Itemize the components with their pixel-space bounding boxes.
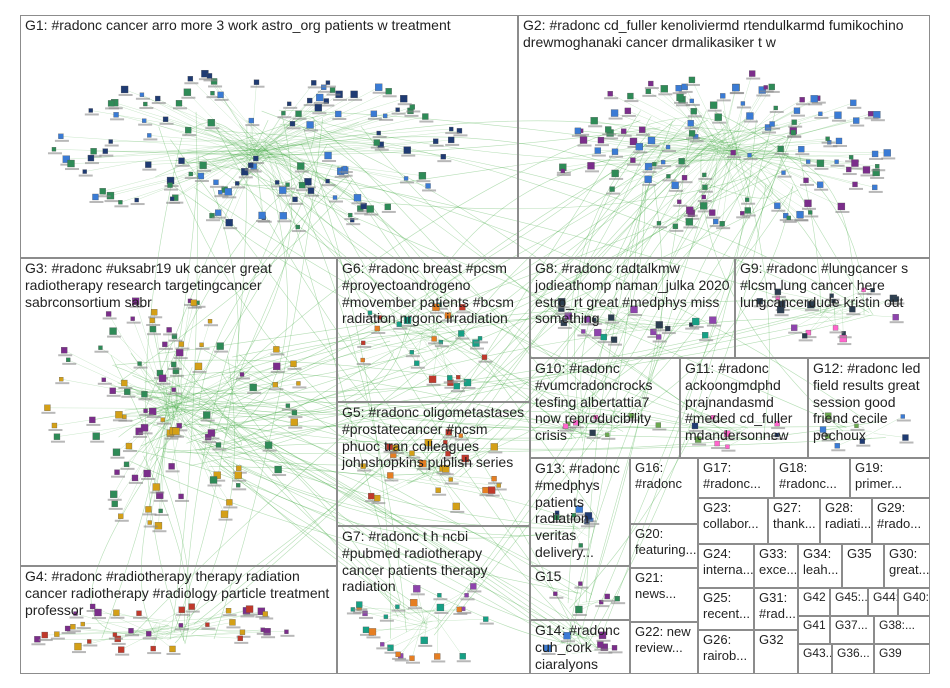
group-box-g38: G38:... <box>874 616 930 644</box>
group-label-g15: G15 <box>535 568 562 584</box>
group-label-g23: G23: collabor... <box>703 500 759 531</box>
group-label-g12: G12: #radonc led field results great ses… <box>813 360 925 444</box>
group-box-g25: G25: recent... <box>698 588 754 630</box>
group-box-g21: G21: news... <box>630 568 698 622</box>
group-label-g3: G3: #radonc #uksabr19 uk cancer great ra… <box>25 260 276 310</box>
group-box-g32: G32 <box>754 630 798 674</box>
group-label-g5: G5: #radonc oligometastases #prostatecan… <box>342 404 528 471</box>
group-box-g29: G29: #rado... <box>872 498 930 544</box>
group-box-g2: G2: #radonc cd_fuller kenoliviermd rtend… <box>518 15 930 258</box>
group-box-g33: G33: exce... <box>754 544 798 588</box>
group-box-g27: G27: thank... <box>768 498 820 544</box>
group-box-g3: G3: #radonc #uksabr19 uk cancer great ra… <box>20 258 337 566</box>
group-label-g20: G20: featuring... <box>635 526 697 557</box>
group-box-g24: G24: interna... <box>698 544 754 588</box>
group-label-g19: G19: primer... <box>855 460 902 491</box>
group-label-g26: G26: rairob... <box>703 632 748 663</box>
group-label-g30: G30: great... <box>889 546 930 577</box>
group-box-g44: G44:... <box>868 588 898 616</box>
group-label-g9: G9: #radonc #lungcancer s #lcsm lung can… <box>740 260 912 310</box>
group-label-g44: G44:... <box>873 590 897 604</box>
group-box-g30: G30: great... <box>884 544 930 588</box>
group-label-g33: G33: exce... <box>759 546 798 577</box>
group-label-g11: G11: #radonc ackoongmdphd prajnandasmd #… <box>685 360 797 444</box>
group-box-g5: G5: #radonc oligometastases #prostatecan… <box>337 402 530 526</box>
group-box-g9: G9: #radonc #lungcancer s #lcsm lung can… <box>735 258 930 358</box>
group-box-g10: G10: #radonc #vumcradoncrocks tesfing al… <box>530 358 680 458</box>
group-box-g18: G18: #radonc... <box>774 458 850 498</box>
group-box-g7: G7: #radonc t h ncbi #pubmed radiotherap… <box>337 526 530 674</box>
group-label-g41: G41 <box>803 618 826 632</box>
group-box-g6: G6: #radonc breast #pcsm #proyectoandrog… <box>337 258 530 402</box>
group-box-g11: G11: #radonc ackoongmdphd prajnandasmd #… <box>680 358 808 458</box>
group-label-g45: G45:... <box>835 590 868 604</box>
group-label-g16: G16: #radonc <box>635 460 682 491</box>
group-box-g22: G22: new review... <box>630 622 698 674</box>
group-box-g37: G37... <box>830 616 874 644</box>
group-box-g4: G4: #radonc #radiotherapy therapy radiat… <box>20 566 337 674</box>
group-box-g42: G42 <box>798 588 830 616</box>
group-box-g41: G41 <box>798 616 830 644</box>
group-label-g28: G28: radiati... <box>825 500 872 531</box>
group-label-g22: G22: new review... <box>635 624 695 655</box>
group-label-g6: G6: #radonc breast #pcsm #proyectoandrog… <box>342 260 518 327</box>
group-box-g40: G40: <box>898 588 930 616</box>
group-label-g37: G37... <box>835 618 868 632</box>
group-box-g17: G17: #radonc... <box>698 458 774 498</box>
group-box-g36: G36... <box>832 644 874 674</box>
group-label-g31: G31: #rad... <box>759 590 796 621</box>
group-label-g34: G34: leah... <box>803 546 839 577</box>
group-label-g43: G43... <box>803 646 831 660</box>
group-box-g28: G28: radiati... <box>820 498 872 544</box>
group-box-g14: G14: #radonc cuh_cork ciaralyons <box>530 620 630 674</box>
group-label-g32: G32 <box>759 632 784 647</box>
group-box-g35: G35 <box>842 544 884 588</box>
group-label-g18: G18: #radonc... <box>779 460 837 491</box>
group-box-g20: G20: featuring... <box>630 524 698 568</box>
group-label-g40: G40: <box>903 590 930 604</box>
group-label-g1: G1: #radonc cancer arro more 3 work astr… <box>25 17 451 33</box>
group-label-g10: G10: #radonc #vumcradoncrocks tesfing al… <box>535 360 657 444</box>
group-box-g34: G34: leah... <box>798 544 842 588</box>
group-box-g45: G45:... <box>830 588 868 616</box>
group-label-g4: G4: #radonc #radiotherapy therapy radiat… <box>25 568 334 618</box>
group-label-g2: G2: #radonc cd_fuller kenoliviermd rtend… <box>523 17 908 50</box>
group-box-g12: G12: #radonc led field results great ses… <box>808 358 930 458</box>
group-label-g25: G25: recent... <box>703 590 750 621</box>
group-label-g27: G27: thank... <box>773 500 816 531</box>
group-box-g1: G1: #radonc cancer arro more 3 work astr… <box>20 15 518 258</box>
group-label-g13: G13: #radonc #medphys patients radiation… <box>535 460 624 560</box>
group-label-g14: G14: #radonc cuh_cork ciaralyons <box>535 622 624 672</box>
group-box-g43: G43... <box>798 644 832 674</box>
group-label-g36: G36... <box>837 646 870 660</box>
group-label-g38: G38:... <box>879 618 916 632</box>
group-label-g21: G21: news... <box>635 570 677 601</box>
group-box-g13: G13: #radonc #medphys patients radiation… <box>530 458 630 566</box>
group-label-g42: G42 <box>803 590 826 604</box>
group-box-g31: G31: #rad... <box>754 588 798 630</box>
group-label-g29: G29: #rado... <box>877 500 922 531</box>
group-box-g26: G26: rairob... <box>698 630 754 674</box>
group-box-g23: G23: collabor... <box>698 498 768 544</box>
group-box-g19: G19: primer... <box>850 458 930 498</box>
group-box-g8: G8: #radonc radtalkmw jodieathomp naman_… <box>530 258 735 358</box>
group-box-g39: G39 <box>874 644 930 674</box>
group-label-g17: G17: #radonc... <box>703 460 761 491</box>
group-label-g8: G8: #radonc radtalkmw jodieathomp naman_… <box>535 260 734 327</box>
group-box-g16: G16: #radonc <box>630 458 698 524</box>
group-label-g7: G7: #radonc t h ncbi #pubmed radiotherap… <box>342 528 492 595</box>
group-label-g35: G35 <box>847 546 872 561</box>
group-label-g39: G39 <box>879 646 902 660</box>
group-label-g24: G24: interna... <box>703 546 754 577</box>
group-box-g15: G15 <box>530 566 630 620</box>
